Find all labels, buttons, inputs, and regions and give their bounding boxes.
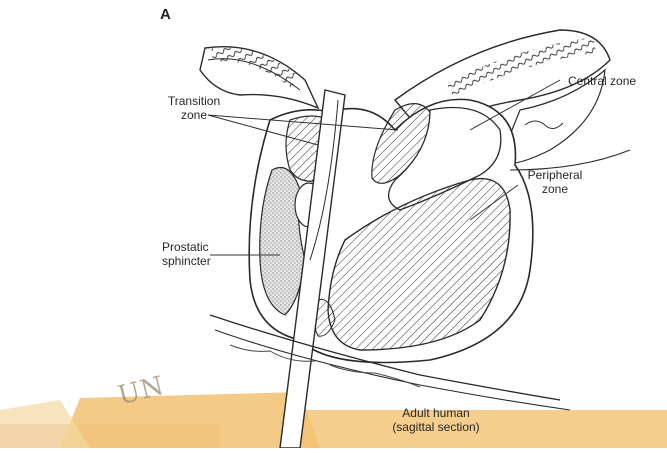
- prostatic-sphincter-label-line2: sphincter: [162, 254, 211, 268]
- transition-zone-label-line2: zone: [164, 108, 224, 122]
- prostatic-sphincter-shape: [260, 168, 305, 316]
- transition-zone-label-line1: Transition: [164, 94, 224, 108]
- peripheral-zone-label-line2: zone: [520, 182, 590, 196]
- prostatic-sphincter-label-line1: Prostatic: [162, 240, 211, 254]
- caption: Adult human (sagittal section): [376, 406, 496, 434]
- transition-zone-label: Transition zone: [164, 94, 224, 122]
- caption-line2: (sagittal section): [376, 420, 496, 434]
- central-zone-label: Central zone: [568, 74, 636, 88]
- panel-label: A: [160, 6, 171, 23]
- peripheral-zone-label: Peripheral zone: [520, 168, 590, 196]
- peripheral-zone-label-line1: Peripheral: [520, 168, 590, 182]
- caption-line1: Adult human: [376, 406, 496, 420]
- watermark-bands: [0, 392, 667, 448]
- prostatic-sphincter-label: Prostatic sphincter: [162, 240, 211, 268]
